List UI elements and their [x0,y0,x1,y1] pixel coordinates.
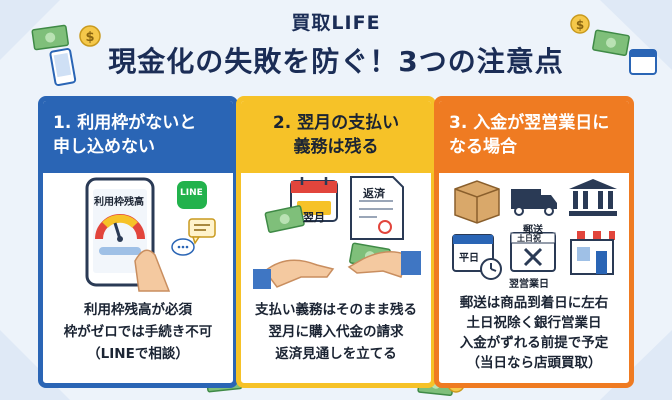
desc-line: （LINEで相談） [87,346,189,362]
card-title-line: 2. 翌月の支払い [272,113,400,133]
document-label: 返済 [363,187,385,200]
headline: 現金化の失敗を防ぐ！3つの注意点 [108,45,564,78]
desc-line: 支払い義務はそのまま残る [255,302,417,318]
desc-line: 利用枠残高が必須 [84,302,192,318]
card-title-line: 申し込めない [53,137,155,157]
chat-bubble-icon [188,218,216,245]
calendar-icon [629,49,657,75]
card-title: 1. 利用枠がないと 申し込めない [43,101,233,173]
card-description: 支払い義務はそのまま残る 翌月に購入代金の請求 返済見通しを立てる [251,299,421,365]
svg-text:$: $ [85,30,94,45]
card-title-line: 義務は残る [293,137,379,157]
chat-bubble-icon [171,238,195,256]
store-icon [569,231,615,275]
card-title: 2. 翌月の支払い 義務は残る [241,101,431,173]
desc-line: 返済見通しを立てる [275,346,397,362]
phone-screen-label: 利用枠残高 [94,197,144,208]
deposit-timing-illustration [452,179,617,280]
calendar-label: 翌月 [303,211,325,224]
card-title: 3. 入金が翌営業日に なる場合 [439,101,629,173]
bank-icon [569,179,617,216]
desc-line: 入金がずれる前提で予定 [459,335,609,351]
line-badge-label: LINE [180,188,203,198]
card-body: 郵送 平日 土日祝 翌営業日 郵送は商品到着日に左右 土日祝除く銀行営業日 入金… [445,173,623,377]
document-icon [350,176,404,240]
card-body: 翌月 返済 支払い義務はそのまま残る 翌月に購入代金の請求 返済見通しを立てる [247,173,425,377]
holiday-calendar-icon [510,232,556,272]
weekday-calendar-label: 平日 [459,253,479,264]
desc-line: 土日祝除く銀行営業日 [466,315,602,331]
payment-illustration [253,176,421,289]
hand-icon [347,251,421,278]
dollar-coin-icon: $ [570,14,590,34]
line-chat-icon [177,181,207,209]
hand-icon [134,249,171,292]
svg-text:$: $ [576,18,584,32]
card-payment-obligation: 2. 翌月の支払い 義務は残る [236,96,436,388]
card-no-credit-limit: 1. 利用枠がないと 申し込めない [38,96,238,388]
card-body: 利用枠残高 LINE 利用枠残高が必須 枠がゼロでは手続き不可 （LINEで相談… [49,173,227,377]
hand-icon [253,259,335,289]
cash-bill-icon [264,205,305,233]
brand-title: 買取LIFE [291,12,381,34]
clock-icon [480,258,502,280]
dollar-coin-icon: $ [79,25,101,47]
desc-line: 翌月に購入代金の請求 [268,324,404,340]
calendar-icon [290,177,338,222]
desc-line: 郵送は商品到着日に左右 [459,295,609,311]
smartphone-gauge-illustration [85,177,216,292]
card-title-line: 1. 利用枠がないと [53,113,197,133]
desc-line: （当日なら店頭買取） [466,355,602,371]
package-icon [454,180,500,224]
card-description: 利用枠残高が必須 枠がゼロでは手続き不可 （LINEで相談） [53,299,223,365]
card-title-line: なる場合 [449,137,517,157]
truck-icon [511,189,557,216]
desc-line: 枠がゼロでは手続き不可 [63,324,213,340]
truck-label: 郵送 [523,225,543,236]
cash-bill-icon [31,24,69,51]
card-description: 郵送は商品到着日に左右 土日祝除く銀行営業日 入金がずれる前提で予定 （当日なら… [449,293,619,373]
header: 買取LIFE 現金化の失敗を防ぐ！3つの注意点 [0,0,672,96]
holiday-calendar-label: 土日祝 [517,234,541,243]
card-next-business-day: 3. 入金が翌営業日に なる場合 [434,96,634,388]
card-title-line: 3. 入金が翌営業日に [449,113,610,133]
gauge-icon [95,214,145,255]
smartphone-icon [49,48,77,87]
business-day-label: 翌営業日 [509,279,549,290]
cash-bill-icon [592,29,630,57]
